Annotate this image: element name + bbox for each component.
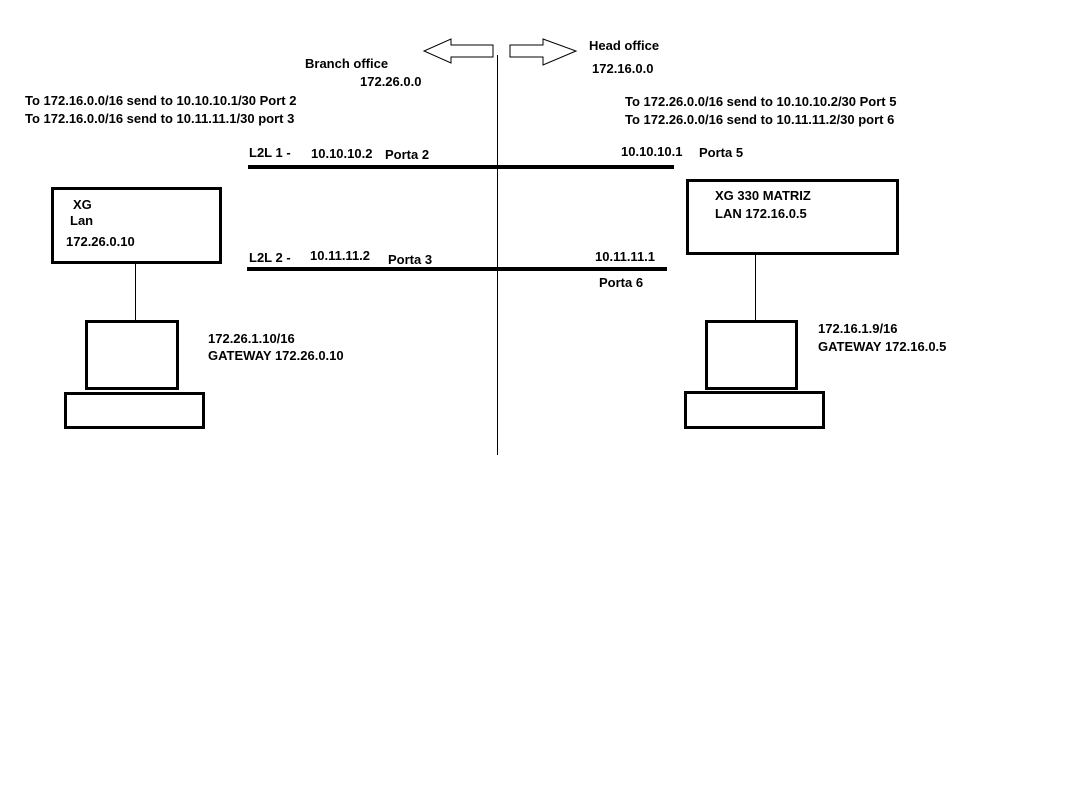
- link1-branch-ip: 10.10.10.2: [311, 146, 373, 161]
- head-pc-monitor: [705, 320, 798, 390]
- head-lan-cable: [755, 254, 756, 326]
- branch-office-heading: Branch office: [305, 56, 389, 71]
- branch-network: 172.26.0.0: [360, 74, 422, 89]
- branch-pc-ip: 172.26.1.10/16: [208, 331, 295, 346]
- head-route-2: To 172.26.0.0/16 send to 10.11.11.2/30 p…: [625, 112, 895, 127]
- head-office-heading: Head office: [589, 38, 660, 53]
- head-pc-ip: 172.16.1.9/16: [818, 321, 898, 336]
- link2-branch-ip: 10.11.11.2: [310, 248, 371, 263]
- head-pc-base: [684, 391, 825, 429]
- link2-line: [247, 267, 667, 271]
- link2-head-ip: 10.11.11.1: [595, 249, 656, 264]
- link1-head-port: Porta 5: [699, 145, 744, 160]
- head-firewall-box: [686, 179, 899, 255]
- link1-line: [248, 165, 674, 169]
- branch-route-1: To 172.16.0.0/16 send to 10.10.10.1/30 P…: [25, 93, 297, 108]
- branch-pc-monitor: [85, 320, 179, 390]
- head-network: 172.16.0.0: [592, 61, 654, 76]
- link1-branch-port: Porta 2: [385, 147, 430, 162]
- branch-pc-gateway: GATEWAY 172.26.0.10: [208, 348, 344, 363]
- branch-firewall-lan-label: Lan: [70, 213, 94, 228]
- head-firewall-name: XG 330 MATRIZ: [715, 188, 811, 203]
- link2-branch-port: Porta 3: [388, 252, 433, 267]
- link1-head-ip: 10.10.10.1: [621, 144, 683, 159]
- head-firewall-lan: LAN 172.16.0.5: [715, 206, 807, 221]
- right-arrow-icon: [509, 38, 578, 66]
- branch-firewall-box: [51, 187, 222, 264]
- link2-head-port: Porta 6: [599, 275, 644, 290]
- link2-label: L2L 2 -: [249, 250, 291, 265]
- branch-firewall-name: XG: [73, 197, 92, 212]
- head-pc-gateway: GATEWAY 172.16.0.5: [818, 339, 947, 354]
- branch-route-2: To 172.16.0.0/16 send to 10.11.11.1/30 p…: [25, 111, 295, 126]
- office-divider-line: [497, 55, 498, 455]
- branch-pc-base: [64, 392, 205, 429]
- left-arrow-icon: [422, 38, 494, 64]
- branch-firewall-ip: 172.26.0.10: [66, 234, 135, 249]
- branch-lan-cable: [135, 263, 136, 321]
- head-route-1: To 172.26.0.0/16 send to 10.10.10.2/30 P…: [625, 94, 897, 109]
- link1-label: L2L 1 -: [249, 145, 291, 160]
